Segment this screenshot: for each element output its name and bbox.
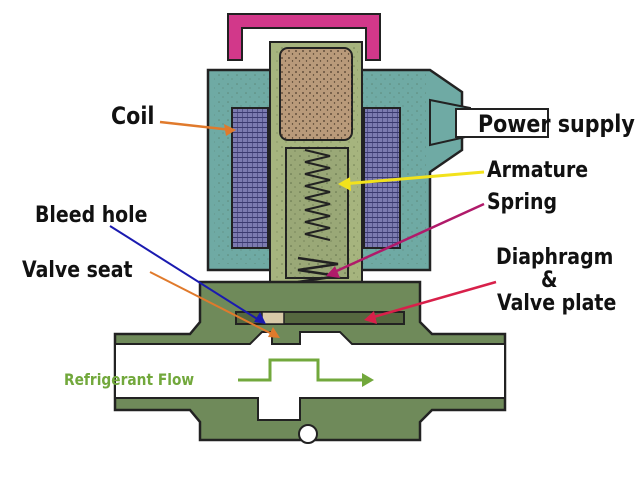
label-ampersand: & <box>541 268 558 293</box>
spring <box>304 149 331 241</box>
label-refrigerant-flow: Refrigerant Flow <box>64 370 195 389</box>
pointer-armature <box>338 170 485 191</box>
label-power-supply: Power supply <box>478 110 635 138</box>
pointer-bleed-hole <box>109 225 266 324</box>
pointer-diaphragm <box>364 280 497 324</box>
label-armature: Armature <box>487 158 589 183</box>
label-valve-plate: Valve plate <box>497 291 617 316</box>
valve-body <box>113 280 507 444</box>
refrigerant-flow-arrow <box>238 358 374 387</box>
pointer-coil <box>159 120 236 136</box>
armature-core <box>279 47 353 141</box>
label-diaphragm: Diaphragm <box>496 245 614 270</box>
label-coil: Coil <box>111 102 155 130</box>
label-valve-seat: Valve seat <box>22 258 133 283</box>
pointer-spring <box>326 202 485 278</box>
cap <box>227 13 381 61</box>
label-bleed-hole: Bleed hole <box>35 203 148 228</box>
coil-winding-right <box>363 107 401 249</box>
pointer-valve-seat <box>149 271 280 338</box>
label-spring: Spring <box>487 190 558 215</box>
coil-winding-left <box>231 107 269 249</box>
